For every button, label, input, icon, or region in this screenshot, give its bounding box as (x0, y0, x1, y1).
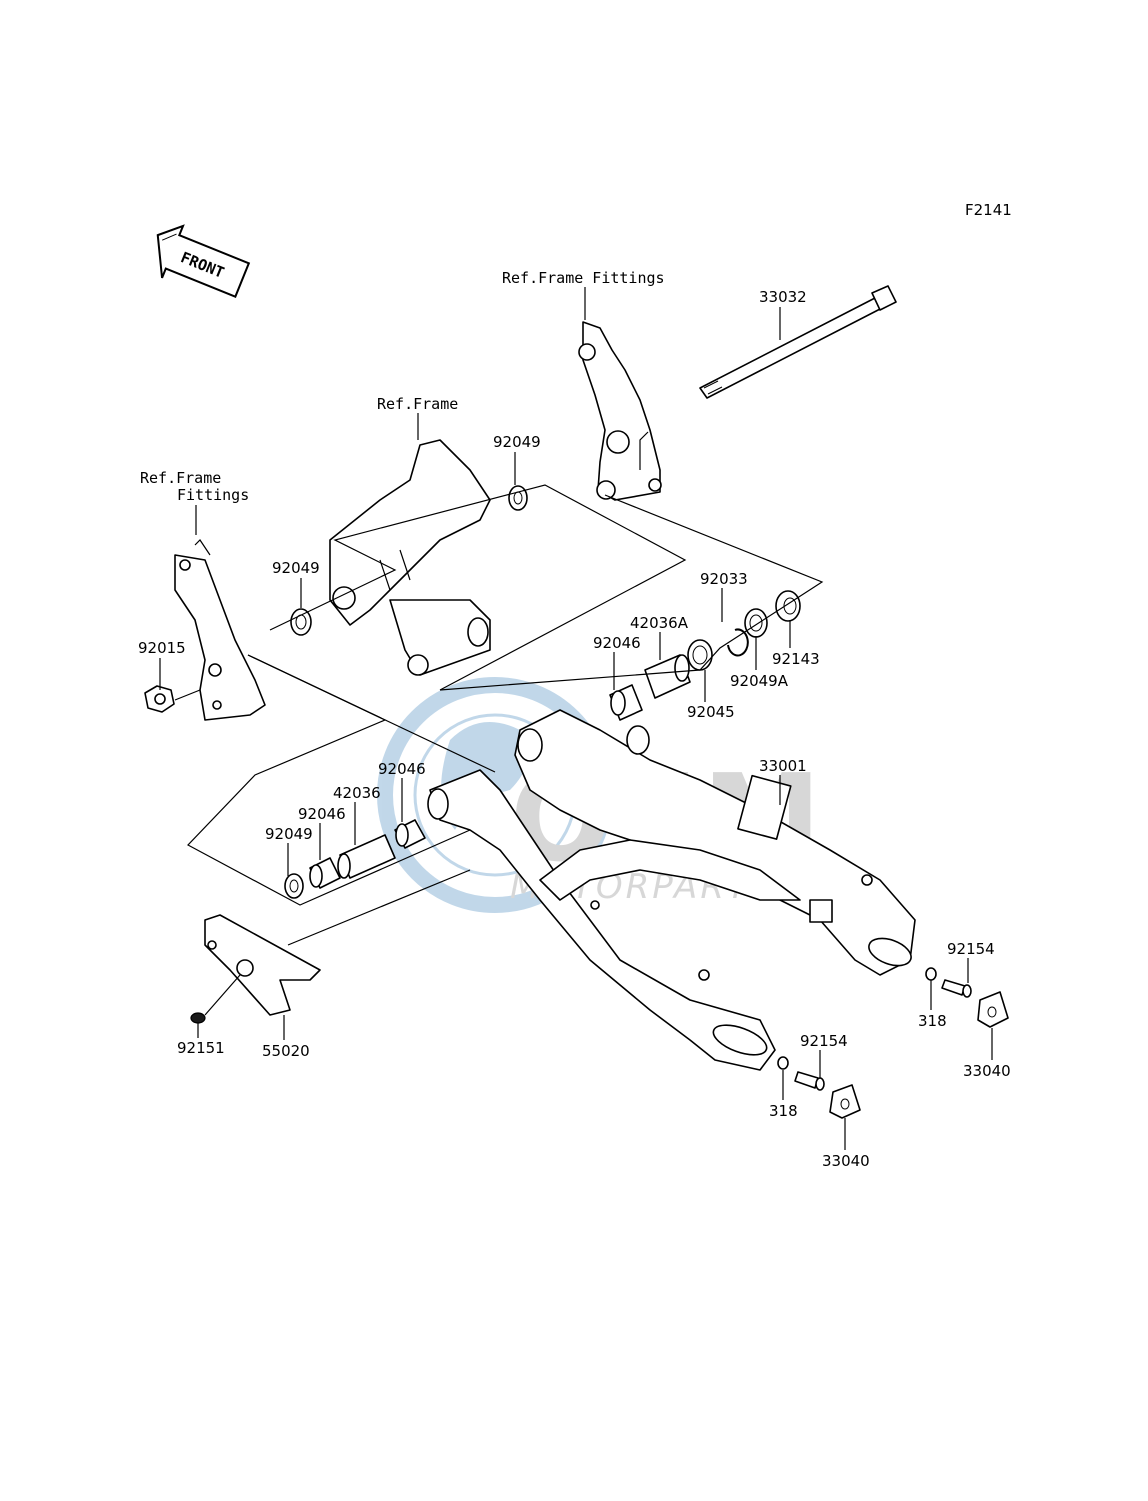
block-33040-bottom (829, 1084, 861, 1119)
label-92154-bottom: 92154 (800, 1032, 848, 1050)
swingarm (427, 709, 916, 1071)
washer-318-right (925, 967, 937, 981)
frame-fitting-right (578, 321, 662, 501)
washer-92049-left (290, 608, 312, 636)
label-33040-bottom: 33040 (822, 1152, 870, 1170)
washer-92049-top (508, 485, 528, 511)
label-92045: 92045 (687, 703, 735, 721)
part-leaders (159, 307, 993, 1150)
chain-guide (204, 914, 321, 1016)
block-33040-right (977, 991, 1009, 1028)
seal-92049a (744, 608, 768, 638)
guide-lines (187, 484, 824, 946)
ref-frame-fittings-top: Ref.Frame Fittings (502, 269, 665, 287)
bolt-92154-right (941, 979, 972, 998)
label-33040-right: 33040 (963, 1062, 1011, 1080)
label-92046-left: 92046 (298, 805, 346, 823)
label-33001: 33001 (759, 757, 807, 775)
label-92049-left: 92049 (272, 559, 320, 577)
washer-92049-bottom (284, 873, 304, 899)
collar-92143 (775, 590, 801, 622)
label-92046-mid: 92046 (378, 760, 426, 778)
frame-section (329, 439, 491, 676)
label-92033: 92033 (700, 570, 748, 588)
bearing-92046-left (309, 857, 341, 889)
ref-frame: Ref.Frame (377, 395, 458, 413)
figure-code: F2141 (965, 201, 1012, 219)
screw-92151 (190, 974, 241, 1024)
washer-318-bottom (777, 1056, 789, 1070)
bearing-92046-right (609, 684, 643, 721)
sleeve-42036a (644, 654, 691, 699)
label-92154-right: 92154 (947, 940, 995, 958)
front-arrow-icon: FRONT (156, 224, 251, 298)
label-318-bottom: 318 (769, 1102, 798, 1120)
pivot-shaft (699, 285, 897, 399)
label-42036: 42036 (333, 784, 381, 802)
label-92143: 92143 (772, 650, 820, 668)
frame-fitting-left (174, 539, 266, 721)
sleeve-42036 (337, 834, 396, 879)
bearing-92046-mid (394, 819, 426, 849)
part-labels: 33032 92049 92049 92015 92033 42036A 920… (138, 288, 1011, 1170)
label-318-right: 318 (918, 1012, 947, 1030)
ref-frame-fittings-left-line2: Fittings (177, 486, 249, 504)
label-55020: 55020 (262, 1042, 310, 1060)
label-92049-top: 92049 (493, 433, 541, 451)
bolt-92154-bottom (794, 1071, 825, 1091)
label-92049-bottom: 92049 (265, 825, 313, 843)
label-42036a: 42036A (630, 614, 689, 632)
label-92015: 92015 (138, 639, 186, 657)
bearing-92045 (687, 639, 713, 671)
label-92046-right: 92046 (593, 634, 641, 652)
circlip-92033 (727, 628, 749, 657)
label-92151: 92151 (177, 1039, 225, 1057)
ref-frame-fittings-left-line1: Ref.Frame (140, 469, 221, 487)
nut-92015 (144, 685, 201, 713)
label-92049a: 92049A (730, 672, 789, 690)
label-33032: 33032 (759, 288, 807, 306)
